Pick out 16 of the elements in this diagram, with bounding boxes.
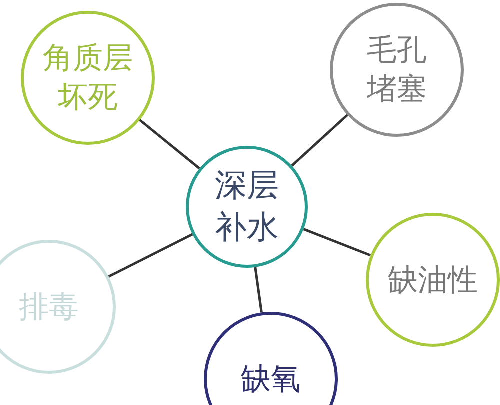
node-label: 深层补水 <box>214 165 280 248</box>
connector-line <box>291 114 348 167</box>
connector-line <box>254 267 263 313</box>
node-label: 毛孔堵塞 <box>366 32 428 109</box>
connector-line <box>303 228 372 257</box>
node-label: 排毒 <box>19 288 79 326</box>
center-circle <box>186 146 308 268</box>
topic-circle <box>21 11 155 145</box>
node-label: 角质层坏死 <box>42 40 134 117</box>
topic-circle <box>330 3 464 137</box>
connector-line <box>139 119 200 170</box>
topic-circle <box>366 213 500 347</box>
node-label: 缺油性 <box>388 262 478 300</box>
connector-line <box>108 233 194 278</box>
topic-circle <box>0 240 116 374</box>
node-label: 缺氧 <box>241 360 301 398</box>
